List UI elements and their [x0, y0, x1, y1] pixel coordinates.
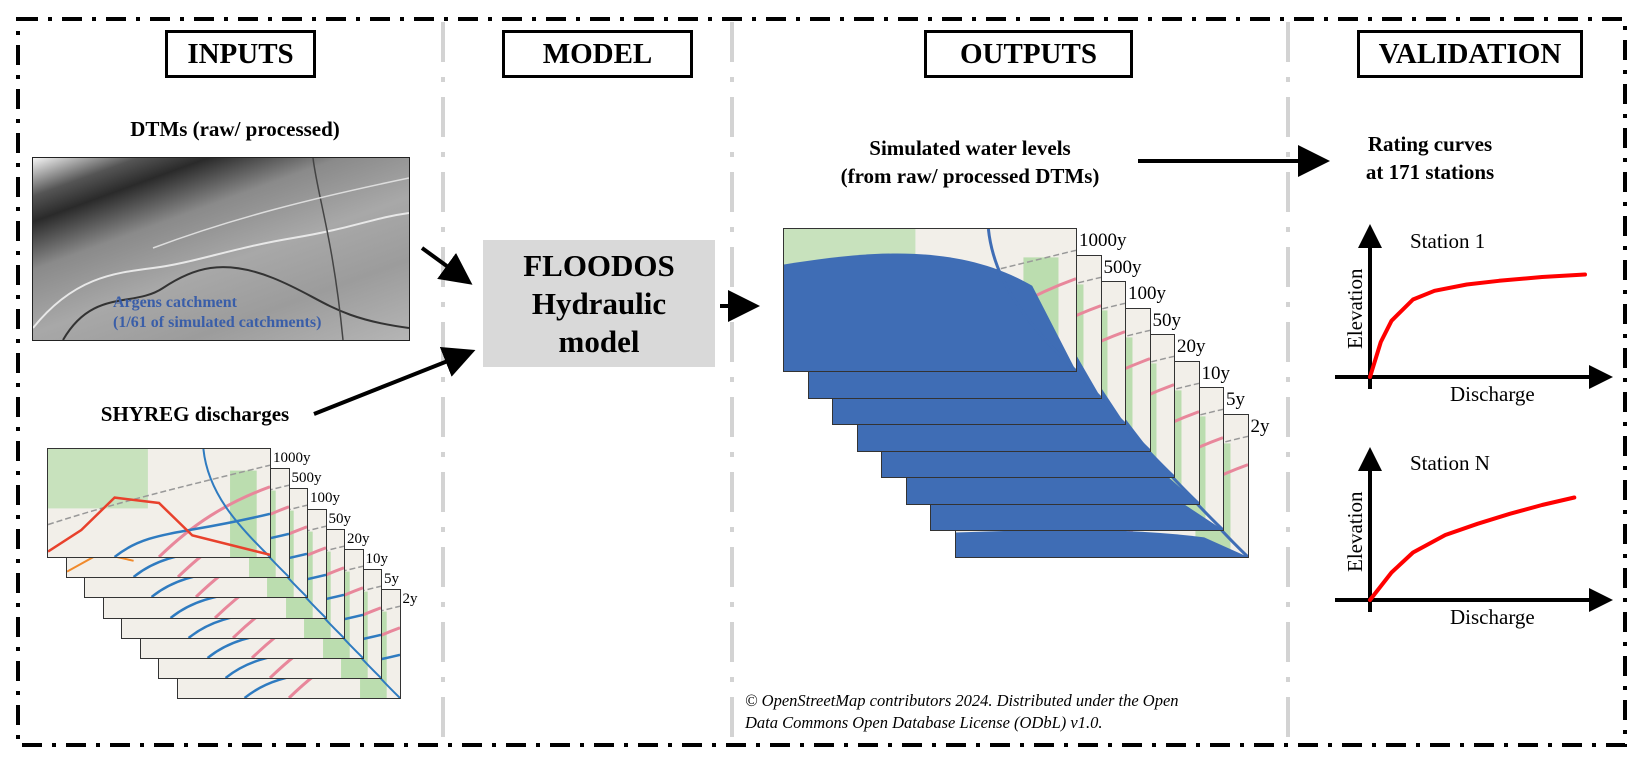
dtm-caption-line2: (1/61 of simulated catchments): [113, 314, 322, 331]
return-period-label: 500y: [1103, 256, 1142, 278]
x-axis-label: Discharge: [1450, 605, 1535, 629]
outputs-label-line2: (from raw/ processed DTMs): [840, 164, 1100, 188]
osm-credit: © OpenStreetMap contributors 2024. Distr…: [745, 690, 1265, 734]
arrow-shyreg-to-model: [313, 346, 476, 416]
dtm-label: DTMs (raw/ processed): [130, 117, 340, 141]
y-axis-label: Elevation: [1343, 268, 1367, 349]
osm-credit-line1: © OpenStreetMap contributors 2024. Distr…: [745, 691, 1179, 710]
return-period-label: 5y: [1226, 389, 1245, 410]
dtm-caption: Argens catchment (1/61 of simulated catc…: [113, 293, 321, 333]
osm-credit-line2: Data Commons Open Database License (ODbL…: [745, 713, 1103, 732]
return-period-label: 50y: [328, 510, 352, 527]
validation-label: Rating curves at 171 stations: [1330, 130, 1530, 186]
rating-chart-1: Station 1 Discharge Elevation: [1335, 224, 1613, 406]
model-name: FLOODOS: [523, 247, 675, 283]
outputs-label: Simulated water levels (from raw/ proces…: [800, 134, 1140, 190]
return-period-label: 10y: [1201, 362, 1231, 384]
return-period-label: 100y: [310, 490, 340, 507]
validation-label-line2: at 171 stations: [1365, 160, 1495, 184]
dtm-hillshade-image: Argens catchment (1/61 of simulated catc…: [32, 157, 410, 341]
model-type-line1: Hydraulic: [531, 285, 667, 321]
return-period-label: 10y: [365, 551, 389, 567]
arrow-dtm-to-model: [420, 246, 473, 285]
return-period-label: 5y: [384, 571, 399, 588]
return-period-label: 20y: [347, 530, 370, 547]
shyreg-label: SHYREG discharges: [100, 402, 290, 426]
return-period-label: 1000y: [273, 450, 311, 466]
validation-header: VALIDATION: [1357, 30, 1583, 78]
map-layer-1000y: [47, 448, 271, 558]
return-period-label: 1000y: [1079, 230, 1127, 251]
validation-label-line1: Rating curves: [1367, 132, 1493, 156]
outputs-header: OUTPUTS: [924, 30, 1133, 78]
dtm-caption-line1: Argens catchment: [113, 294, 237, 311]
rating-curve-line: [1368, 495, 1577, 602]
return-period-label: 100y: [1128, 283, 1166, 304]
rating-chart-2: Station N Discharge Elevation: [1335, 447, 1613, 629]
x-axis-label: Discharge: [1450, 382, 1535, 406]
chart-title: Station 1: [1410, 229, 1485, 253]
return-period-label: 500y: [291, 470, 322, 487]
inputs-header: INPUTS: [165, 30, 316, 78]
model-header: MODEL: [502, 30, 693, 78]
return-period-label: 2y: [1250, 415, 1270, 437]
rating-curve-line: [1368, 272, 1587, 379]
return-period-label: 20y: [1177, 336, 1206, 357]
map-layer-1000y: [783, 228, 1077, 372]
outputs-label-line1: Simulated water levels: [869, 136, 1071, 160]
return-period-label: 50y: [1152, 309, 1182, 331]
model-type-line2: model: [558, 323, 640, 359]
chart-title: Station N: [1410, 451, 1490, 475]
y-axis-label: Elevation: [1343, 491, 1367, 572]
floodos-model-box: FLOODOS Hydraulic model: [483, 240, 715, 367]
return-period-label: 2y: [402, 591, 418, 608]
